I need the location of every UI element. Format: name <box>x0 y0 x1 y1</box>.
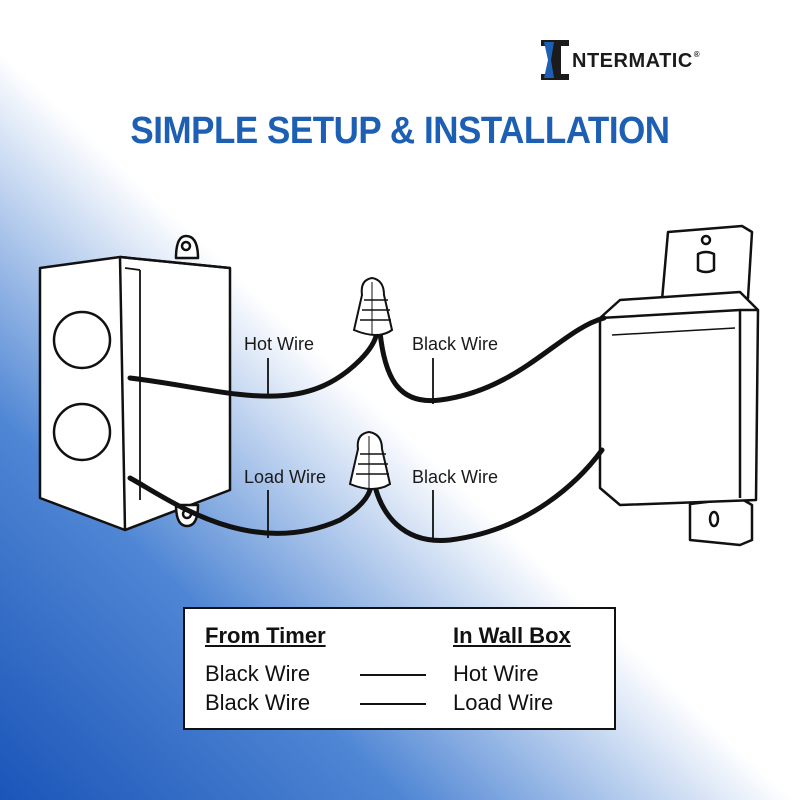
brand-name: NTERMATIC® <box>572 49 701 72</box>
wiring-legend: From Timer In Wall Box Black Wire Hot Wi… <box>183 607 616 730</box>
legend-row-2-connector <box>360 703 426 705</box>
legend-row-1-connector <box>360 674 426 676</box>
black-wire-top-label: Black Wire <box>412 334 499 354</box>
legend-header-to: In Wall Box <box>453 623 571 648</box>
legend-row-2-to: Load Wire <box>453 690 554 715</box>
black-wire-bottom-label: Black Wire <box>412 467 499 487</box>
legend-row-2-from: Black Wire <box>205 690 311 715</box>
page-title: SIMPLE SETUP & INSTALLATION <box>130 110 670 152</box>
load-wire-label: Load Wire <box>244 467 327 487</box>
intermatic-logo-icon <box>541 40 569 80</box>
legend-row-1-from: Black Wire <box>205 661 311 686</box>
registered-mark: ® <box>693 49 701 59</box>
junction-box <box>38 234 232 532</box>
black-wire-bottom <box>373 447 605 543</box>
wire-nut-top <box>352 276 394 336</box>
hot-wire <box>127 329 380 399</box>
load-wire <box>127 475 373 536</box>
brand-logo: NTERMATIC® <box>540 38 700 82</box>
legend-row-1-to: Hot Wire <box>453 661 539 686</box>
legend-header-from: From Timer <box>205 623 326 648</box>
timer-switch <box>598 224 760 547</box>
black-wire-top <box>377 315 607 404</box>
label-leaders <box>267 358 434 540</box>
wire-nut-bottom <box>348 430 392 490</box>
wires <box>127 315 607 543</box>
hot-wire-label: Hot Wire <box>244 334 315 354</box>
